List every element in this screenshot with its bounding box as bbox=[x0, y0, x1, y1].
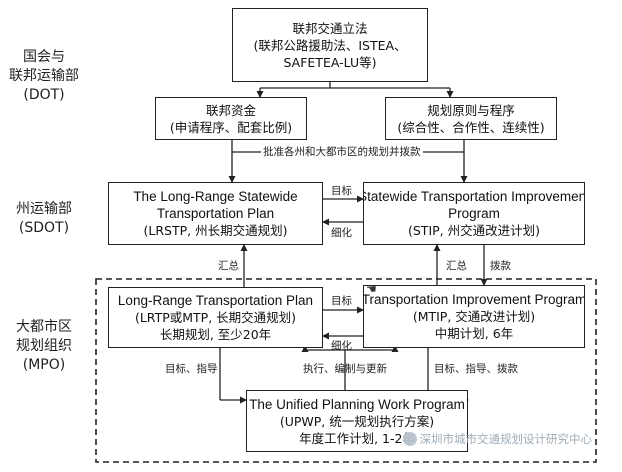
box-line: SAFETEA-LU等) bbox=[283, 54, 377, 70]
box-line: Program bbox=[448, 206, 500, 221]
box-federal-funding: 联邦资金 (申请程序、配套比例) bbox=[155, 97, 307, 140]
box-line: 联邦交通立法 bbox=[292, 20, 368, 36]
hand-cursor-icon: ☚ bbox=[366, 282, 377, 296]
label-refine-state: 细化 bbox=[331, 227, 352, 239]
box-line: 联邦资金 bbox=[205, 102, 256, 118]
box-upwp: The Unified Planning Work Program (UPWP,… bbox=[246, 390, 468, 452]
box-line: 年度工作计划, 1-2年 bbox=[299, 430, 415, 446]
box-line: (LRTP或MTP, 长期交通规划) bbox=[134, 310, 297, 325]
box-line: (LRSTP, 州长期交通规划) bbox=[143, 223, 288, 238]
sidebar-sdot: 州运输部 (SDOT) bbox=[2, 200, 86, 238]
box-line: Transportation Improvement Program bbox=[363, 292, 585, 307]
box-line: Transportation Plan bbox=[156, 206, 275, 221]
box-line: (UPWP, 统一规划执行方案) bbox=[279, 413, 435, 429]
box-line: (STIP, 州交通改进计划) bbox=[408, 223, 540, 238]
sidebar-mpo-line: 大都市区 bbox=[16, 319, 72, 335]
box-line: The Unified Planning Work Program bbox=[249, 396, 465, 412]
label-target-mpo: 目标 bbox=[331, 295, 352, 307]
sidebar-mpo: 大都市区 规划组织 (MPO) bbox=[2, 318, 86, 375]
box-line: 规划原则与程序 bbox=[427, 102, 515, 118]
box-planning-principles: 规划原则与程序 (综合性、合作性、连续性) bbox=[385, 97, 557, 140]
box-line: (联邦公路援助法、ISTEA、 bbox=[253, 37, 407, 53]
label-execute-update: 执行、编制与更新 bbox=[303, 363, 387, 375]
sidebar-dot: 国会与 联邦运输部 (DOT) bbox=[2, 48, 86, 105]
box-stip: Statewide Transportation Improvement Pro… bbox=[363, 182, 585, 245]
box-line: Statewide Transportation Improvement bbox=[363, 189, 585, 204]
box-line: Long-Range Transportation Plan bbox=[117, 293, 314, 308]
box-tip: Transportation Improvement Program (MTIP… bbox=[363, 285, 585, 348]
wechat-logo-icon bbox=[402, 432, 417, 446]
box-lrtp: Long-Range Transportation Plan (LRTP或MTP… bbox=[108, 287, 323, 348]
box-line: (MTIP, 交通改进计划) bbox=[412, 309, 536, 324]
sidebar-mpo-line: (MPO) bbox=[22, 357, 66, 373]
box-line: (综合性、合作性、连续性) bbox=[397, 119, 545, 135]
label-allocate: 拨款 bbox=[490, 260, 511, 272]
mpo-frame bbox=[95, 278, 597, 463]
box-line: 中期计划, 6年 bbox=[434, 326, 514, 341]
box-federal-legislation: 联邦交通立法 (联邦公路援助法、ISTEA、 SAFETEA-LU等) bbox=[232, 8, 428, 82]
sidebar-dot-line: (DOT) bbox=[23, 87, 65, 103]
label-goal-guide-left: 目标、指导 bbox=[165, 363, 218, 375]
box-lrstp: The Long-Range Statewide Transportation … bbox=[108, 182, 323, 245]
watermark-text: 深圳市城市交通规划设计研究中心 bbox=[419, 432, 593, 446]
box-line: (申请程序、配套比例) bbox=[169, 119, 293, 135]
box-line: The Long-Range Statewide bbox=[133, 189, 298, 204]
label-goal-guide-right: 目标、指导、拨款 bbox=[434, 363, 518, 375]
label-target-state: 目标 bbox=[331, 185, 352, 197]
sidebar-dot-line: 联邦运输部 bbox=[9, 68, 79, 84]
label-summary-left: 汇总 bbox=[218, 260, 239, 272]
sidebar-dot-line: 国会与 bbox=[23, 49, 65, 65]
box-line: 长期规划, 至少20年 bbox=[159, 327, 272, 342]
sidebar-sdot-line: (SDOT) bbox=[18, 220, 70, 236]
sidebar-sdot-line: 州运输部 bbox=[16, 201, 72, 217]
label-refine-mpo: 细化 bbox=[331, 340, 352, 352]
label-summary-right: 汇总 bbox=[446, 260, 467, 272]
watermark: 深圳市城市交通规划设计研究中心 bbox=[402, 431, 593, 447]
label-approve-funding: 批准各州和大都市区的规划并拨款 bbox=[261, 146, 423, 159]
sidebar-mpo-line: 规划组织 bbox=[16, 338, 72, 354]
